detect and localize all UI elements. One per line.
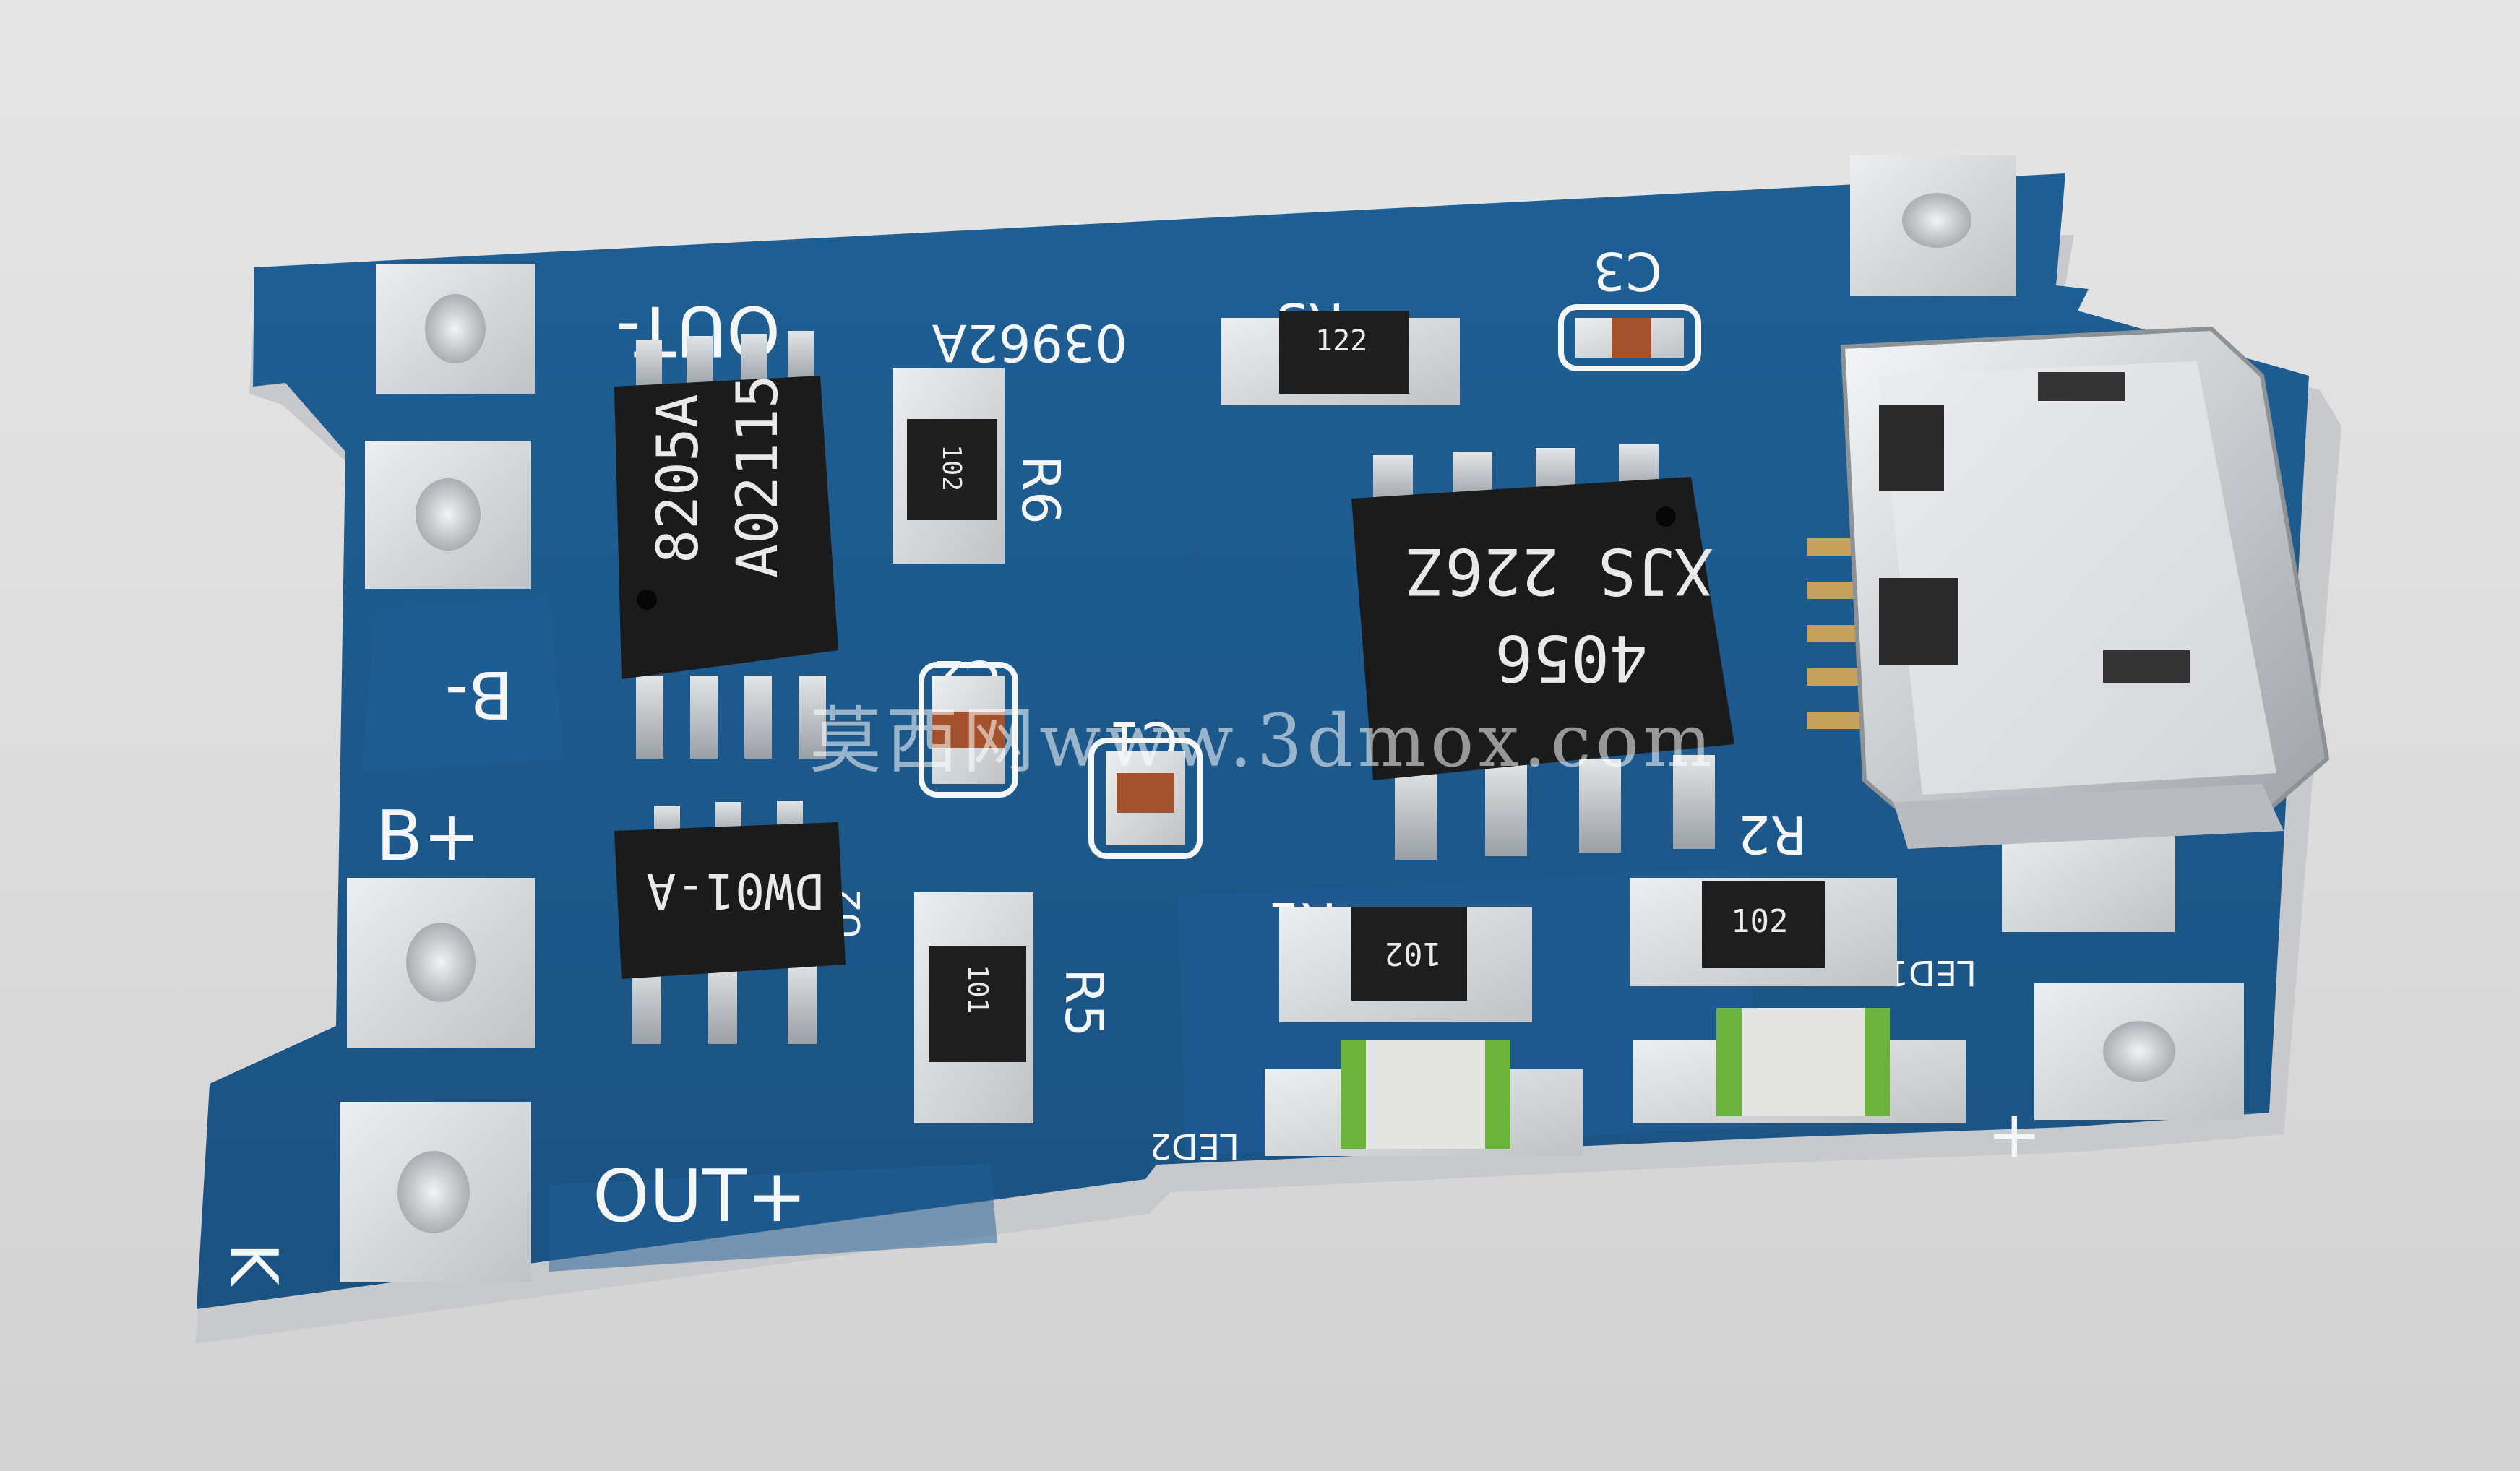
capacitor-c1 bbox=[1088, 738, 1203, 859]
label-led1: LED1 bbox=[1886, 952, 1977, 993]
micro-usb-connector bbox=[1807, 326, 2330, 849]
resistor-r6-code: 102 bbox=[937, 444, 966, 491]
resistor-r2: 102 bbox=[1630, 878, 1897, 986]
resistor-r3: 122 bbox=[1221, 311, 1460, 405]
resistor-r1: 102 bbox=[1279, 907, 1532, 1022]
copper-pour bbox=[361, 600, 564, 773]
label-b-minus: B- bbox=[445, 656, 513, 732]
chip-dw01a-line1: DW01-A bbox=[646, 862, 824, 919]
label-r5: R5 bbox=[1054, 968, 1114, 1038]
watermark: 莫西网www.3dmox.com bbox=[809, 699, 1716, 783]
label-c3: C3 bbox=[1593, 241, 1662, 301]
label-plus: + bbox=[1987, 1100, 2042, 1176]
resistor-r1-code: 102 bbox=[1385, 935, 1442, 972]
capacitor-c2 bbox=[919, 662, 1018, 798]
pad-b-plus bbox=[347, 878, 535, 1048]
led2 bbox=[1265, 1040, 1583, 1156]
label-b-plus: B+ bbox=[376, 797, 481, 876]
pad-out-plus bbox=[340, 1102, 531, 1282]
label-led2: LED2 bbox=[1149, 1126, 1239, 1166]
label-code: 03962A bbox=[932, 313, 1127, 372]
resistor-r2-code: 102 bbox=[1731, 903, 1788, 940]
chip-4056-line2: XJS 226Z bbox=[1406, 534, 1713, 608]
chip-8205a-line1: 8205A bbox=[646, 394, 711, 564]
chip-dw01a: DW01-A bbox=[614, 801, 846, 1044]
resistor-r6: 102 bbox=[893, 368, 1005, 564]
label-k: K bbox=[215, 1243, 291, 1287]
label-r2: R2 bbox=[1737, 804, 1807, 865]
chip-4056: XJS 226Z 4056 bbox=[1351, 444, 1734, 860]
led1 bbox=[1633, 1008, 1966, 1123]
pad-b-minus bbox=[365, 441, 531, 589]
capacitor-c3 bbox=[1558, 304, 1701, 371]
chip-8205a: 8205A A02115 bbox=[614, 331, 838, 759]
pad-usb-top bbox=[1850, 155, 2016, 296]
resistor-r3-code: 122 bbox=[1315, 324, 1367, 358]
resistor-r5-code: 101 bbox=[962, 965, 994, 1014]
copper-pour bbox=[549, 1163, 997, 1272]
pad-out-minus bbox=[376, 264, 535, 394]
label-r6: R6 bbox=[1010, 455, 1071, 525]
resistor-r5: 101 bbox=[914, 892, 1033, 1123]
pad-plus bbox=[2034, 983, 2244, 1120]
chip-8205a-line2: A02115 bbox=[726, 374, 791, 578]
chip-4056-line1: 4056 bbox=[1495, 621, 1648, 695]
label-out-plus: OUT+ bbox=[593, 1154, 807, 1238]
